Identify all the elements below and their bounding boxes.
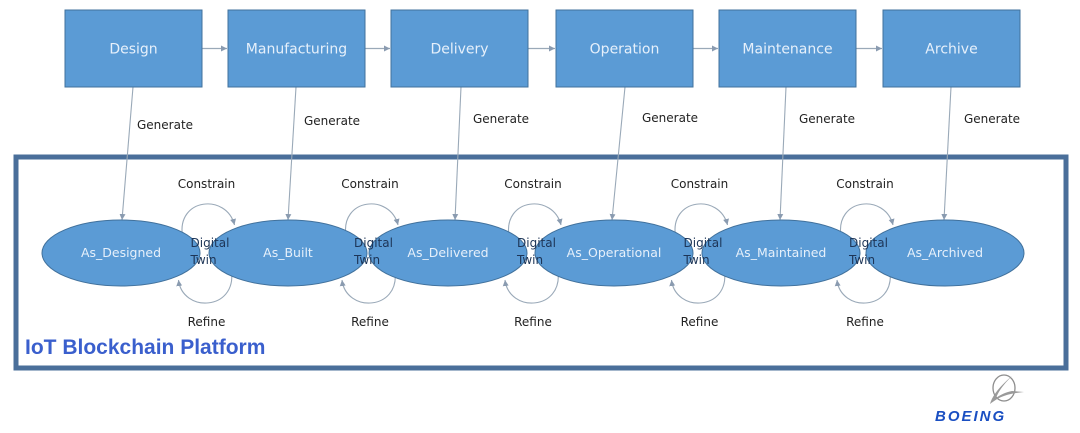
generate-label: Generate [642, 111, 698, 125]
refine-label: Refine [846, 315, 884, 329]
refine-label: Refine [351, 315, 389, 329]
refine-loop-arrow [176, 270, 233, 304]
refine-label: Refine [514, 315, 552, 329]
digital-twin-link [176, 203, 236, 304]
state-ellipse-as-designed: As_Designed [41, 219, 201, 287]
stage-label: Manufacturing [246, 42, 347, 58]
platform-title: IoT Blockchain Platform [25, 336, 265, 359]
state-ellipse-as-archived: As_Archived [865, 219, 1025, 287]
generate-arrow [609, 86, 626, 221]
digital-twin-link [339, 203, 400, 304]
stage-box-operation: Operation [555, 9, 694, 88]
stage-label: Archive [925, 42, 977, 58]
refine-loop-arrow [669, 270, 726, 304]
refine-loop-arrow [339, 270, 396, 304]
constrain-label: Constrain [504, 177, 562, 191]
digital-twin-link [502, 203, 563, 304]
state-label: As_Operational [567, 245, 662, 260]
constrain-loop-arrow [181, 203, 236, 237]
digital-twin-label-line1: Digital [517, 236, 556, 250]
digital-twin-label-line2: Twin [848, 253, 875, 267]
state-ellipse-as-delivered: As_Delivered [368, 219, 528, 287]
digital-twin-label-line1: Digital [191, 236, 230, 250]
refine-label: Refine [681, 315, 719, 329]
boeing-wordmark: BOEING [935, 408, 1006, 425]
stage-box-maintenance: Maintenance [718, 9, 857, 88]
boeing-logo: BOEING [935, 374, 1024, 425]
refine-loop-arrow [502, 270, 559, 304]
generate-arrow [941, 86, 952, 221]
generate-label: Generate [799, 112, 855, 126]
state-label: As_Maintained [736, 245, 827, 260]
constrain-loop-arrow [508, 203, 563, 237]
generate-label: Generate [964, 112, 1020, 126]
boeing-logo-icon [990, 374, 1024, 404]
digital-twin-label-line2: Twin [516, 253, 543, 267]
digital-twin-label-line1: Digital [354, 236, 393, 250]
generate-label: Generate [473, 112, 529, 126]
digital-twin-label-line1: Digital [849, 236, 888, 250]
constrain-loop-arrow [840, 203, 895, 237]
digital-twin-label-line2: Twin [190, 253, 217, 267]
generate-arrow [452, 86, 462, 221]
constrain-loop-arrow [674, 203, 729, 237]
constrain-loop-arrow [345, 203, 400, 237]
stage-label: Delivery [430, 42, 488, 58]
digital-twin-label-line2: Twin [353, 253, 380, 267]
stage-box-delivery: Delivery [390, 9, 529, 88]
state-ellipse-as-operational: As_Operational [534, 219, 694, 287]
stage-label: Maintenance [742, 42, 832, 58]
refine-loop-arrow [834, 270, 891, 304]
stage-box-design: Design [64, 9, 203, 88]
digital-twin-label-line1: Digital [684, 236, 723, 250]
state-label: As_Built [263, 245, 313, 260]
constrain-label: Constrain [341, 177, 399, 191]
generate-arrow [777, 86, 787, 221]
stage-label: Design [109, 42, 157, 58]
state-label: As_Archived [907, 245, 983, 260]
stage-label: Operation [590, 42, 660, 58]
constrain-label: Constrain [836, 177, 894, 191]
constrain-label: Constrain [178, 177, 236, 191]
generate-label: Generate [137, 118, 193, 132]
state-ellipse-as-built: As_Built [208, 219, 368, 287]
generate-arrow [119, 86, 134, 221]
digital-twin-link [834, 203, 895, 304]
refine-label: Refine [188, 315, 226, 329]
digital-twin-link [669, 203, 729, 304]
constrain-label: Constrain [671, 177, 729, 191]
state-ellipse-as-maintained: As_Maintained [701, 219, 861, 287]
generate-arrow [285, 86, 297, 221]
stage-box-manufacturing: Manufacturing [227, 9, 366, 88]
state-label: As_Delivered [407, 245, 488, 260]
stage-box-archive: Archive [882, 9, 1021, 88]
state-label: As_Designed [81, 245, 161, 260]
digital-twin-label-line2: Twin [683, 253, 710, 267]
generate-label: Generate [304, 114, 360, 128]
